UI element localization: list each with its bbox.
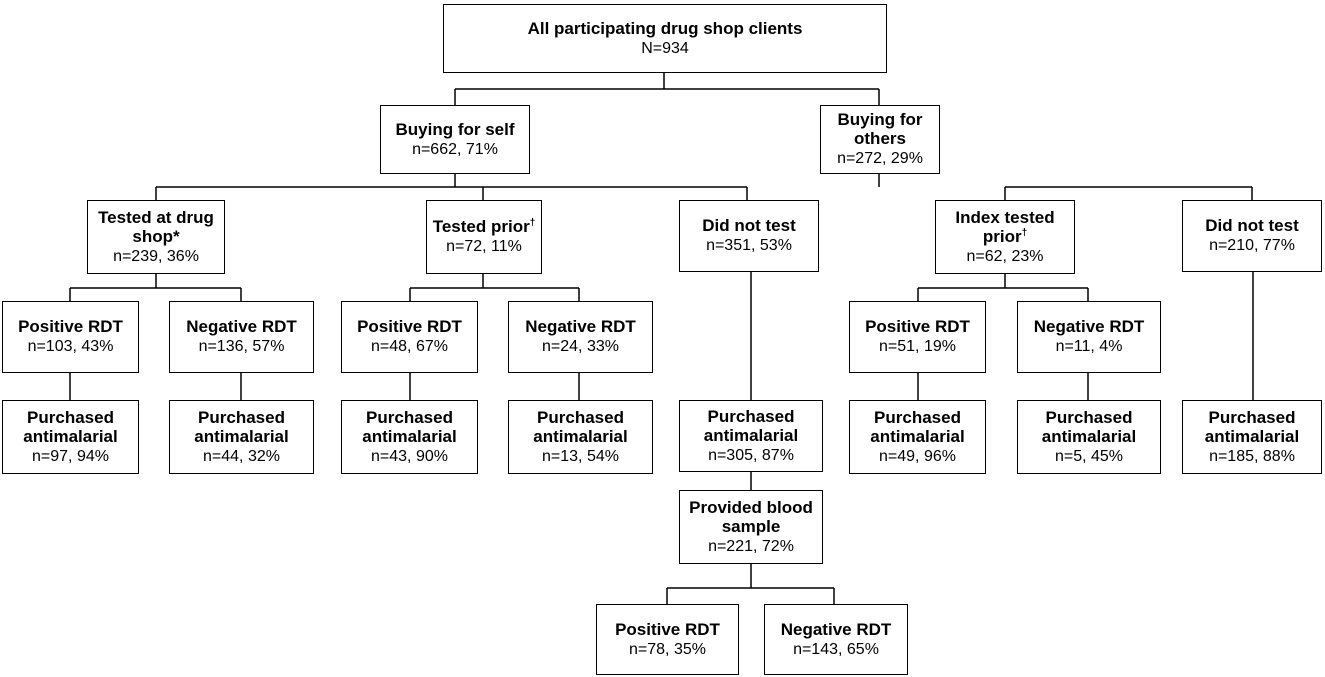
shop-pos-purchased-node: Purchased antimalarial n=97, 94% [2, 400, 139, 474]
self-did-not-test-node: Did not test n=351, 53% [679, 200, 819, 272]
blood-negative-rdt-node: Negative RDT n=143, 65% [764, 604, 908, 675]
root-stat: N=934 [641, 39, 689, 57]
index-positive-rdt-stat: n=51, 19% [879, 338, 956, 355]
others-untested-purchased-stat: n=185, 88% [1209, 447, 1295, 465]
index-pos-purchased-stat: n=49, 96% [879, 447, 956, 465]
tested-at-drug-shop-stat: n=239, 36% [113, 247, 199, 265]
others-did-not-test-stat: n=210, 77% [1209, 237, 1295, 254]
provided-blood-sample-title: Provided blood sample [689, 497, 813, 536]
index-negative-rdt-title: Negative RDT [1033, 317, 1145, 336]
shop-pos-purchased-title: Purchased antimalarial [23, 407, 118, 446]
prior-negative-rdt-stat: n=24, 33% [542, 338, 619, 355]
blood-positive-rdt-stat: n=78, 35% [629, 640, 706, 658]
shop-positive-rdt-node: Positive RDT n=103, 43% [2, 301, 139, 373]
index-tested-prior-stat: n=62, 23% [966, 247, 1044, 265]
index-neg-purchased-node: Purchased antimalarial n=5, 45% [1017, 400, 1161, 474]
prior-pos-purchased-node: Purchased antimalarial n=43, 90% [341, 400, 478, 474]
self-untested-purchased-node: Purchased antimalarial n=305, 87% [679, 400, 823, 472]
shop-negative-rdt-title: Negative RDT [186, 317, 297, 336]
root-node: All participating drug shop clients N=93… [443, 4, 887, 73]
dagger-mark: † [529, 217, 536, 229]
tested-prior-stat: n=72, 11% [446, 238, 522, 255]
prior-negative-rdt-title: Negative RDT [525, 317, 636, 336]
index-pos-purchased-title: Purchased antimalarial [870, 407, 965, 446]
self-untested-purchased-stat: n=305, 87% [708, 446, 794, 464]
index-positive-rdt-node: Positive RDT n=51, 19% [849, 301, 986, 373]
tested-prior-title: Tested prior† [433, 217, 536, 236]
tested-at-drug-shop-title: Tested at drug shop* [98, 207, 214, 246]
others-did-not-test-title: Did not test [1205, 216, 1299, 235]
buying-for-others-stat: n=272, 29% [837, 150, 923, 167]
shop-neg-purchased-node: Purchased antimalarial n=44, 32% [169, 400, 314, 474]
buying-for-self-stat: n=662, 71% [412, 140, 498, 158]
others-untested-purchased-node: Purchased antimalarial n=185, 88% [1182, 400, 1322, 474]
index-positive-rdt-title: Positive RDT [865, 317, 970, 336]
shop-positive-rdt-title: Positive RDT [18, 317, 123, 336]
tested-prior-label: Tested prior [432, 217, 530, 236]
buying-for-self-title: Buying for self [395, 119, 515, 139]
tested-at-drug-shop-node: Tested at drug shop* n=239, 36% [87, 200, 225, 274]
prior-positive-rdt-stat: n=48, 67% [371, 338, 448, 355]
self-untested-purchased-title: Purchased antimalarial [703, 406, 799, 445]
blood-negative-rdt-title: Negative RDT [780, 619, 892, 639]
index-tested-prior-node: Index tested prior† n=62, 23% [935, 200, 1075, 274]
buying-for-others-title: Buying for others [837, 110, 923, 148]
index-negative-rdt-stat: n=11, 4% [1055, 338, 1123, 355]
index-tested-prior-label: Index tested prior [955, 207, 1055, 246]
prior-positive-rdt-title: Positive RDT [357, 317, 462, 336]
index-tested-prior-title: Index tested prior† [945, 208, 1065, 246]
prior-neg-purchased-stat: n=13, 54% [542, 447, 619, 465]
root-title: All participating drug shop clients [527, 18, 803, 38]
prior-positive-rdt-node: Positive RDT n=48, 67% [341, 301, 478, 373]
index-pos-purchased-node: Purchased antimalarial n=49, 96% [849, 400, 986, 474]
blood-positive-rdt-title: Positive RDT [615, 619, 720, 639]
dagger-mark: † [1021, 226, 1028, 238]
buying-for-self-node: Buying for self n=662, 71% [380, 105, 530, 174]
provided-blood-sample-node: Provided blood sample n=221, 72% [679, 490, 823, 564]
shop-neg-purchased-title: Purchased antimalarial [194, 407, 289, 446]
shop-neg-purchased-stat: n=44, 32% [203, 447, 280, 465]
blood-negative-rdt-stat: n=143, 65% [793, 640, 879, 658]
shop-negative-rdt-stat: n=136, 57% [198, 338, 285, 355]
others-untested-purchased-title: Purchased antimalarial [1204, 407, 1300, 446]
prior-neg-purchased-node: Purchased antimalarial n=13, 54% [508, 400, 653, 474]
buying-for-others-node: Buying for others n=272, 29% [820, 105, 940, 174]
tested-prior-node: Tested prior† n=72, 11% [426, 200, 542, 274]
blood-positive-rdt-node: Positive RDT n=78, 35% [596, 604, 739, 675]
self-did-not-test-title: Did not test [702, 216, 796, 235]
index-neg-purchased-stat: n=5, 45% [1054, 447, 1124, 465]
shop-positive-rdt-stat: n=103, 43% [27, 338, 114, 355]
prior-pos-purchased-title: Purchased antimalarial [362, 407, 457, 446]
index-neg-purchased-title: Purchased antimalarial [1041, 407, 1137, 446]
shop-pos-purchased-stat: n=97, 94% [32, 447, 109, 465]
shop-negative-rdt-node: Negative RDT n=136, 57% [169, 301, 314, 373]
index-negative-rdt-node: Negative RDT n=11, 4% [1017, 301, 1161, 373]
prior-negative-rdt-node: Negative RDT n=24, 33% [508, 301, 653, 373]
self-did-not-test-stat: n=351, 53% [706, 237, 792, 254]
prior-pos-purchased-stat: n=43, 90% [371, 447, 448, 465]
others-did-not-test-node: Did not test n=210, 77% [1182, 200, 1322, 272]
prior-neg-purchased-title: Purchased antimalarial [533, 407, 628, 446]
provided-blood-sample-stat: n=221, 72% [708, 537, 794, 555]
